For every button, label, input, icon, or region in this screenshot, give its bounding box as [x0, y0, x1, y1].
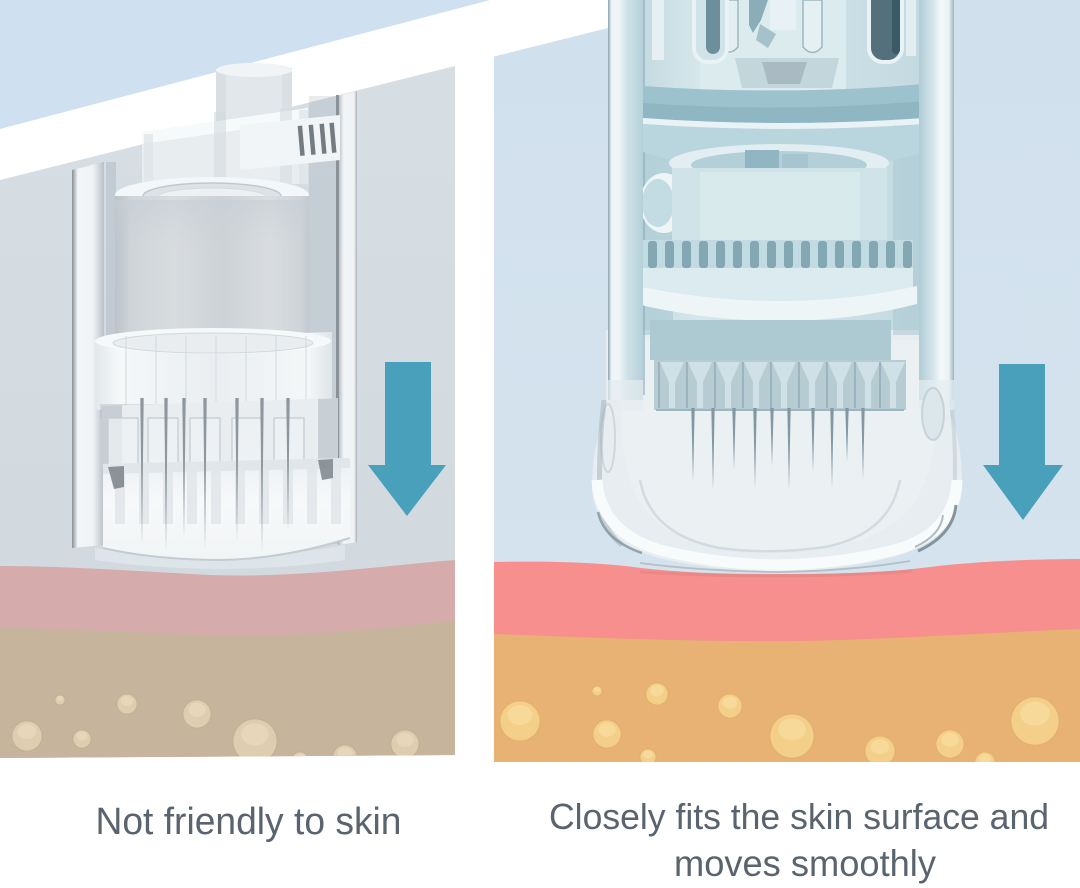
- svg-text:Closely fits the skin surface: Closely fits the skin surface and: [549, 796, 1049, 837]
- svg-text:moves smoothly: moves smoothly: [674, 843, 936, 884]
- svg-text:Not friendly to skin: Not friendly to skin: [96, 801, 402, 843]
